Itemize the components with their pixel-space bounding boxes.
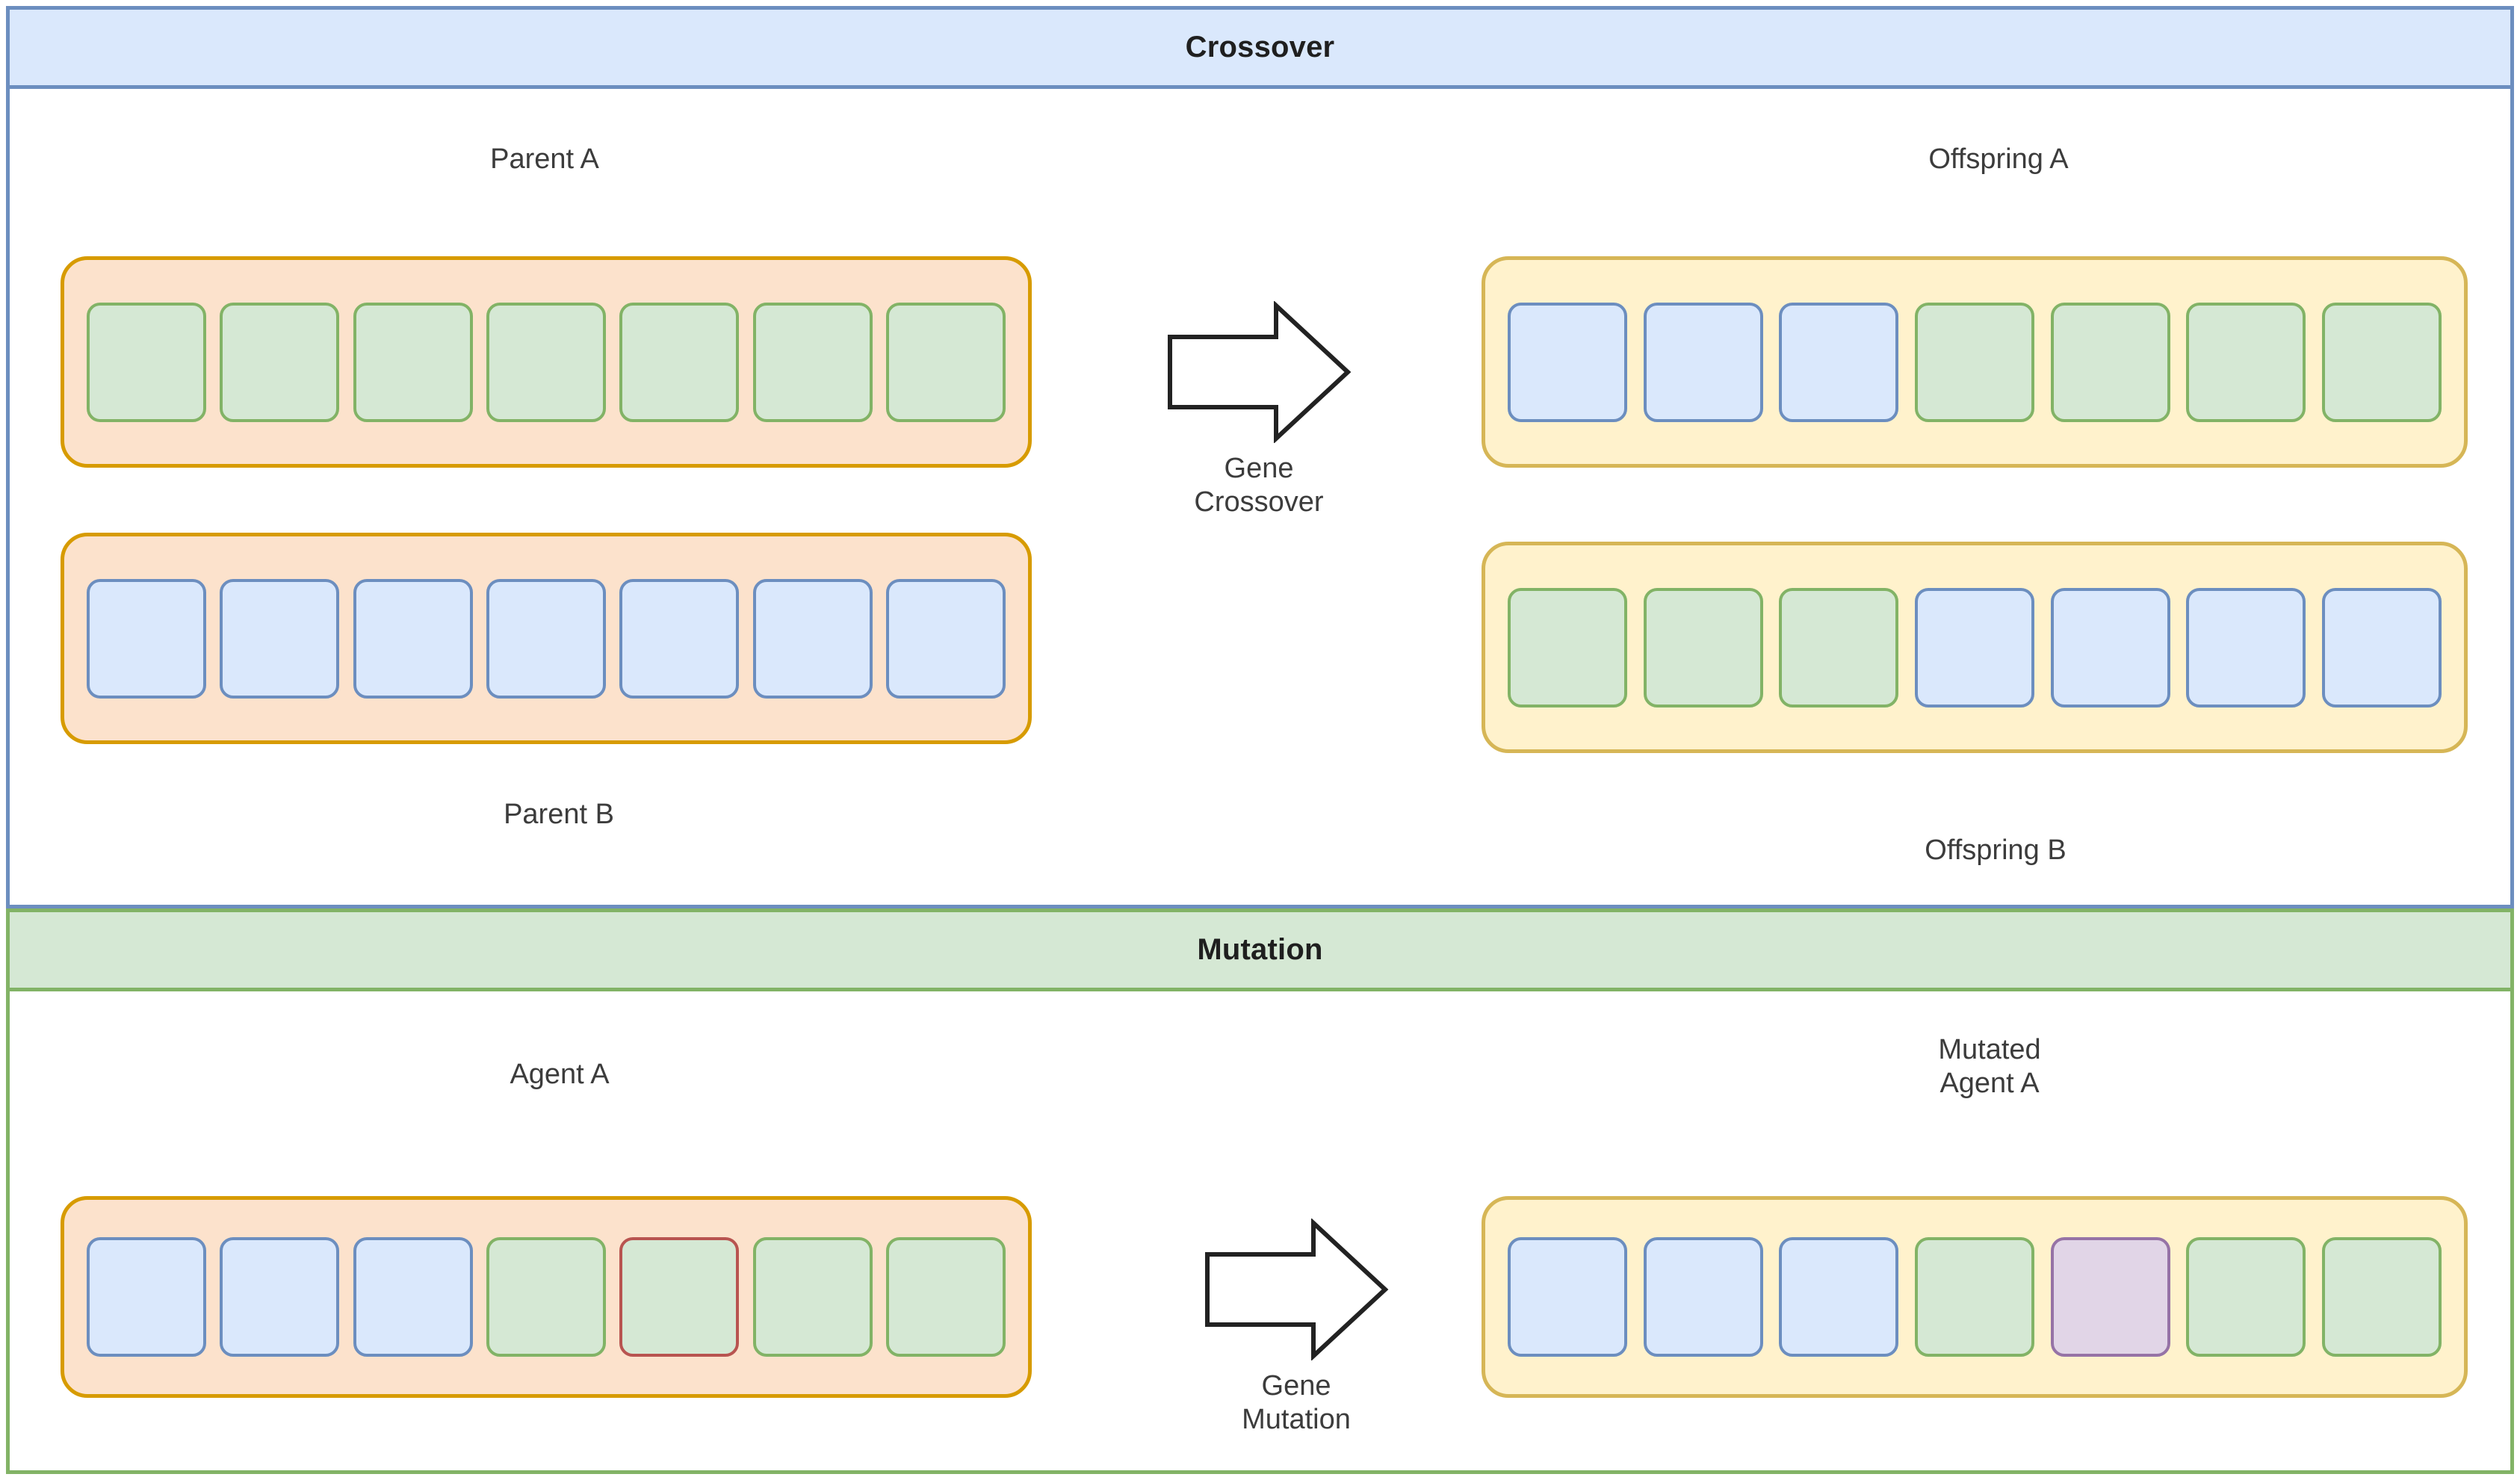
gene-cell (2050, 587, 2170, 708)
label-mutated-agent-a: Mutated Agent A (1938, 1034, 2041, 1099)
gene-cell (486, 302, 606, 422)
gene-cell (1508, 302, 1627, 422)
gene-cell-highlighted (619, 1237, 740, 1357)
gene-cell (1914, 587, 2034, 708)
gene-cell (353, 302, 473, 422)
gene-mutation-arrow-group: Gene Mutation (1203, 1219, 1390, 1437)
crossover-panel-title: Crossover (10, 10, 2510, 89)
gene-cell (885, 1237, 1006, 1357)
gene-cell (1779, 1237, 1899, 1357)
gene-cell (2186, 587, 2306, 708)
chromosome-parent-a (61, 256, 1032, 468)
mutation-panel-title: Mutation (10, 912, 2510, 991)
gene-cell (1508, 587, 1627, 708)
gene-cell-mutated (2050, 1237, 2170, 1357)
chromosome-mutated-agent-a (1482, 1196, 2468, 1398)
chromosome-offspring-a (1482, 256, 2468, 468)
gene-crossover-arrow-group: Gene Crossover (1165, 301, 1352, 519)
chromosome-offspring-b (1482, 542, 2468, 753)
crossover-panel: Crossover Parent A Parent B (6, 6, 2514, 908)
gene-cell (486, 578, 606, 699)
gene-cell (220, 578, 340, 699)
gene-cell (87, 578, 206, 699)
label-agent-a: Agent A (510, 1059, 610, 1090)
gene-cell (220, 302, 340, 422)
gene-cell (486, 1237, 606, 1357)
gene-cell (1914, 302, 2034, 422)
chromosome-parent-b (61, 533, 1032, 744)
gene-cell (752, 302, 873, 422)
gene-cell (220, 1237, 340, 1357)
gene-cell (752, 578, 873, 699)
gene-cell (619, 302, 740, 422)
gene-cell (87, 1237, 206, 1357)
chromosome-agent-a (61, 1196, 1032, 1398)
label-offspring-a: Offspring A (1928, 143, 2069, 175)
right-block-arrow-icon (1168, 301, 1352, 443)
gene-cell (752, 1237, 873, 1357)
label-parent-a: Parent A (490, 143, 599, 175)
gene-cell (619, 578, 740, 699)
gene-cell (1643, 1237, 1763, 1357)
right-block-arrow-icon (1205, 1219, 1389, 1360)
gene-cell (2050, 302, 2170, 422)
gene-cell (1779, 302, 1899, 422)
gene-cell (1643, 302, 1763, 422)
gene-cell (87, 302, 206, 422)
gene-cell (885, 578, 1006, 699)
gene-cell (1779, 587, 1899, 708)
gene-cell (2321, 1237, 2442, 1357)
gene-cell (353, 1237, 473, 1357)
label-parent-b: Parent B (504, 799, 614, 830)
label-offspring-b: Offspring B (1925, 835, 2067, 866)
gene-cell (2186, 302, 2306, 422)
gene-cell (353, 578, 473, 699)
gene-cell (2321, 302, 2442, 422)
gene-mutation-label: Gene Mutation (1242, 1370, 1351, 1435)
mutation-panel: Mutation Agent A Gene Mutation Mutated A… (6, 908, 2514, 1474)
gene-cell (1914, 1237, 2034, 1357)
gene-cell (1643, 587, 1763, 708)
gene-cell (2186, 1237, 2306, 1357)
gene-cell (2321, 587, 2442, 708)
gene-cell (1508, 1237, 1627, 1357)
gene-crossover-label: Gene Crossover (1194, 453, 1324, 518)
gene-cell (885, 302, 1006, 422)
